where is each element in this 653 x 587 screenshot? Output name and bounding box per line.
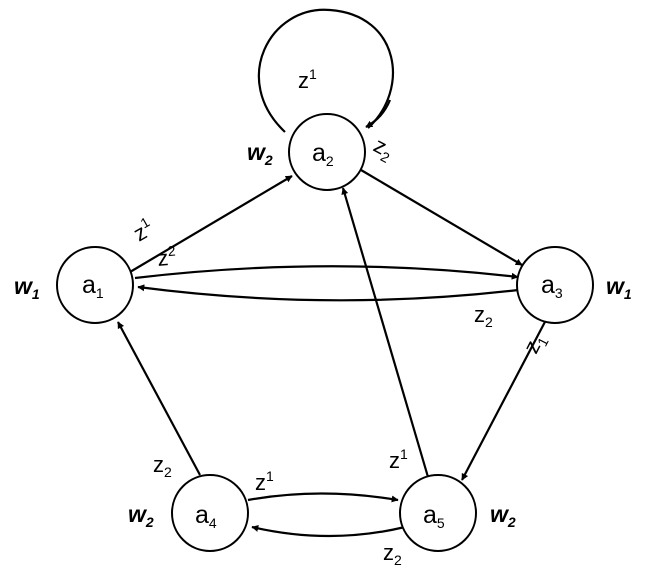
- label-a4-a5-z1-base: z: [255, 470, 266, 495]
- weight-a2-sub: 2: [264, 152, 273, 168]
- label-a1-a3-z2-sub: 2: [167, 242, 176, 259]
- node-a4-label-base: a: [195, 501, 209, 529]
- node-a1-label-base: a: [82, 271, 96, 299]
- node-a4-circle: [171, 474, 249, 552]
- weight-a4-base: w: [128, 501, 148, 527]
- weight-a1: w1: [14, 273, 40, 302]
- weight-a2-base: w: [247, 139, 267, 165]
- weight-a4: w2: [128, 501, 154, 530]
- node-a3-circle: [516, 246, 594, 324]
- label-a5-a2-z1-sub: 1: [400, 446, 408, 462]
- weight-a4-sub: 2: [145, 514, 154, 530]
- node-a2-label: a2: [312, 139, 334, 169]
- node-a3: a3: [516, 246, 594, 324]
- node-a1-label-sub: 1: [96, 285, 104, 301]
- node-a4-label: a4: [195, 501, 217, 531]
- node-a1-label: a1: [82, 271, 104, 301]
- label-a2-self-z1-sub: 1: [309, 66, 317, 82]
- weight-a1-base: w: [14, 273, 34, 299]
- weight-a2: w2: [247, 139, 273, 168]
- node-a5: a5: [399, 474, 477, 552]
- node-a2-label-sub: 2: [326, 153, 334, 169]
- label-a1-a3-z2: z2: [156, 242, 177, 271]
- edge-a2-to-a3: [360, 169, 523, 266]
- weight-a1-sub: 1: [32, 286, 40, 302]
- label-a5-a4-z2-base: z: [383, 540, 394, 565]
- label-a1-a3-z2-base: z: [156, 245, 169, 271]
- node-a2-label-base: a: [312, 139, 326, 167]
- node-a5-label: a5: [423, 501, 445, 531]
- node-a4: a4: [171, 474, 249, 552]
- edge-a2-self-loop-arrow: [365, 99, 392, 128]
- node-a3-label-sub: 3: [555, 285, 563, 301]
- edge-a5-to-a4: [251, 525, 406, 538]
- edge-a1-to-a3: [134, 265, 519, 280]
- node-a3-label: a3: [541, 271, 563, 301]
- edge-a2-self-loop: [257, 8, 395, 133]
- node-a5-label-base: a: [423, 501, 437, 529]
- label-a4-a5-z1-sub: 1: [266, 468, 274, 484]
- weight-a3: w1: [606, 273, 632, 302]
- label-a2-self-z2: z2: [368, 132, 398, 166]
- node-a1: a1: [56, 246, 134, 324]
- weight-a5: w2: [490, 501, 516, 530]
- edge-a3-to-a5: [461, 317, 548, 481]
- label-a5-a2-z1: z1: [389, 446, 408, 473]
- label-a2-self-z1-base: z: [298, 68, 309, 93]
- label-a3-a1-z2-sub: 2: [485, 314, 493, 330]
- weight-a3-base: w: [606, 273, 626, 299]
- label-a5-a4-z2: z2: [383, 540, 402, 568]
- node-a2: a2: [288, 113, 366, 191]
- edge-a1-to-a2: [129, 175, 293, 273]
- weight-a3-sub: 1: [624, 286, 632, 302]
- label-a4-a1-z2-base: z: [153, 452, 164, 477]
- label-a5-a2-z1-base: z: [389, 448, 400, 473]
- label-a4-a5-z1: z1: [255, 468, 274, 495]
- label-a4-a1-z2-sub: 2: [164, 464, 172, 480]
- edge-a4-to-a1: [117, 321, 201, 476]
- node-a5-label-sub: 5: [437, 515, 445, 531]
- label-a5-a4-z2-sub: 2: [394, 552, 402, 568]
- weight-a5-sub: 2: [507, 514, 516, 530]
- edge-a4-to-a5: [247, 492, 399, 503]
- label-a2-self-z1: z1: [298, 66, 317, 93]
- label-a3-a1-z2: z2: [474, 302, 493, 330]
- edge-a3-to-a1: [137, 284, 519, 302]
- node-a4-label-sub: 4: [209, 515, 217, 531]
- edge-a5-to-a2: [341, 187, 430, 478]
- node-a5-circle: [399, 474, 477, 552]
- label-a4-a1-z2: z2: [153, 452, 172, 480]
- label-a3-a1-z2-base: z: [474, 302, 485, 327]
- label-a1-a2-z1: z1: [128, 213, 158, 246]
- node-a3-label-base: a: [541, 271, 555, 299]
- node-a2-circle: [288, 113, 366, 191]
- label-a3-a5-z1: z1: [518, 329, 552, 359]
- weight-a5-base: w: [490, 501, 510, 527]
- node-a1-circle: [56, 246, 134, 324]
